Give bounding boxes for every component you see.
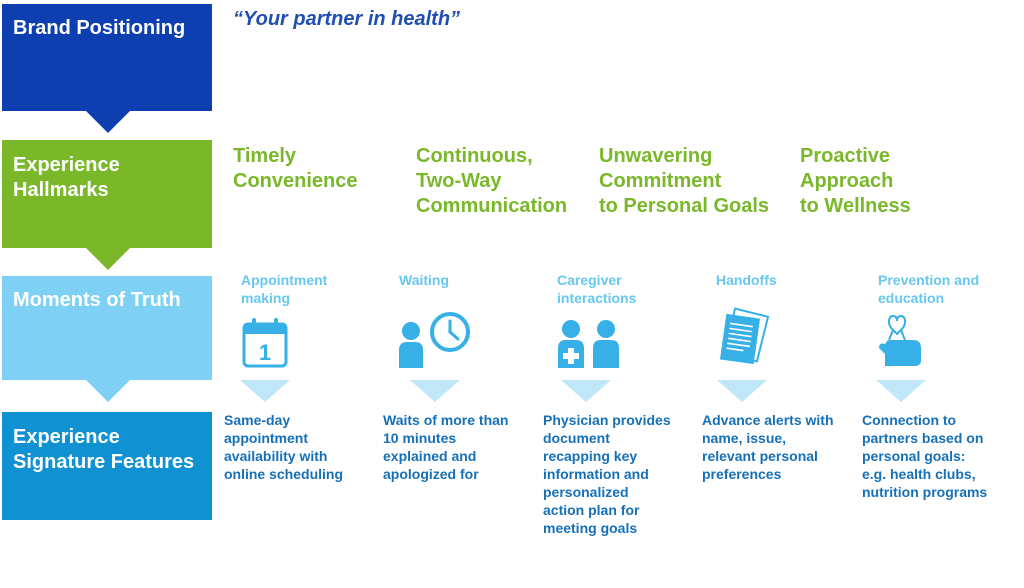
moment-pointer-3 xyxy=(561,380,611,402)
features-label-line2: Signature Features xyxy=(13,451,195,473)
feature-line: apologized for xyxy=(383,466,479,482)
moment-pointer-1 xyxy=(240,380,290,402)
brand-arrow xyxy=(86,111,130,133)
hallmark-two-way-communication: Continuous, Two-Way Communication xyxy=(416,144,567,219)
hallmarks-label-line1: Experience xyxy=(13,154,120,176)
feature-physician-document: Physician provides document recapping ke… xyxy=(543,411,671,537)
hallmarks-arrow xyxy=(86,248,130,270)
hallmark-line: Timely xyxy=(233,145,296,167)
feature-line: appointment xyxy=(224,430,308,446)
moment-appointment-making: Appointment making xyxy=(241,271,327,307)
moment-waiting: Waiting xyxy=(399,271,449,289)
brand-tagline: “Your partner in health” xyxy=(233,8,461,30)
feature-same-day-appointment: Same-day appointment availability with o… xyxy=(224,411,343,483)
feature-line: partners based on xyxy=(862,430,984,446)
feature-line: explained and xyxy=(383,448,477,464)
hallmark-timely-convenience: Timely Convenience xyxy=(233,144,357,194)
hallmark-line: Communication xyxy=(416,195,568,217)
feature-advance-alerts: Advance alerts with name, issue, relevan… xyxy=(702,411,834,483)
hallmark-line: Commitment xyxy=(599,170,722,192)
feature-line: personalized xyxy=(543,484,629,500)
moment-line: education xyxy=(878,290,945,306)
moment-prevention-education: Prevention and education xyxy=(878,271,979,307)
brand-positioning-label: Brand Positioning xyxy=(13,17,186,39)
feature-line: personal goals: xyxy=(862,448,966,464)
feature-line: e.g. health clubs, xyxy=(862,466,976,482)
hallmark-line: Convenience xyxy=(233,170,358,192)
caregiver-icon xyxy=(558,320,619,368)
moment-line: Waiting xyxy=(399,272,450,288)
feature-line: preferences xyxy=(702,466,782,482)
feature-line: Waits of more than xyxy=(383,412,509,428)
feature-line: recapping key xyxy=(543,448,638,464)
hallmark-line: Continuous, xyxy=(416,145,533,167)
brand-positioning-box: Brand Positioning xyxy=(2,4,212,111)
moment-pointer-2 xyxy=(410,380,460,402)
features-label-line1: Experience xyxy=(13,426,120,448)
feature-line: 10 minutes xyxy=(383,430,457,446)
calendar-day-number: 1 xyxy=(259,340,271,365)
feature-line: nutrition programs xyxy=(862,484,988,500)
feature-line: document xyxy=(543,430,610,446)
feature-line: availability with xyxy=(224,448,328,464)
feature-line: online scheduling xyxy=(224,466,344,482)
moments-arrow xyxy=(86,380,130,402)
feature-line: meeting goals xyxy=(543,520,638,536)
moment-line: interactions xyxy=(557,290,637,306)
feature-line: action plan for xyxy=(543,502,640,518)
feature-line: information and xyxy=(543,466,649,482)
moment-pointer-5 xyxy=(876,380,926,402)
feature-line: Same-day xyxy=(224,412,291,428)
moment-line: Handoffs xyxy=(716,272,777,288)
feature-line: relevant personal xyxy=(702,448,818,464)
moment-line: Appointment xyxy=(241,272,328,288)
feature-wait-apology: Waits of more than 10 minutes explained … xyxy=(383,411,509,483)
moments-label: Moments of Truth xyxy=(13,289,181,311)
moment-line: Prevention and xyxy=(878,272,980,288)
moment-handoffs: Handoffs xyxy=(716,271,777,289)
feature-line: Connection to xyxy=(862,412,957,428)
moment-caregiver-interactions: Caregiver interactions xyxy=(557,271,636,307)
hallmark-line: Unwavering xyxy=(599,145,713,167)
hallmarks-label-line2: Hallmarks xyxy=(13,179,109,201)
moment-line: making xyxy=(241,290,291,306)
moment-line: Caregiver xyxy=(557,272,622,288)
feature-partner-connection: Connection to partners based on personal… xyxy=(862,411,987,501)
person-clock-icon xyxy=(399,312,470,368)
moments-of-truth-box: Moments of Truth xyxy=(2,276,212,380)
feature-line: name, issue, xyxy=(702,430,787,446)
moment-pointer-4 xyxy=(717,380,767,402)
hallmark-line: Approach xyxy=(800,170,894,192)
feature-line: Physician provides xyxy=(543,412,671,428)
hallmark-line: to Wellness xyxy=(800,195,911,217)
documents-icon xyxy=(719,307,770,365)
hallmark-commitment-personal-goals: Unwavering Commitment to Personal Goals xyxy=(599,144,769,219)
experience-hallmarks-box: Experience Hallmarks xyxy=(2,140,212,248)
hallmark-line: Proactive xyxy=(800,145,891,167)
hallmark-proactive-wellness: Proactive Approach to Wellness xyxy=(800,144,911,219)
feature-line: Advance alerts with xyxy=(702,412,834,428)
calendar-icon: 1 xyxy=(242,318,288,368)
signature-features-box: Experience Signature Features xyxy=(2,412,212,520)
hand-ribbon-icon xyxy=(879,314,921,366)
hallmark-line: to Personal Goals xyxy=(599,195,770,217)
hallmark-line: Two-Way xyxy=(416,170,502,192)
